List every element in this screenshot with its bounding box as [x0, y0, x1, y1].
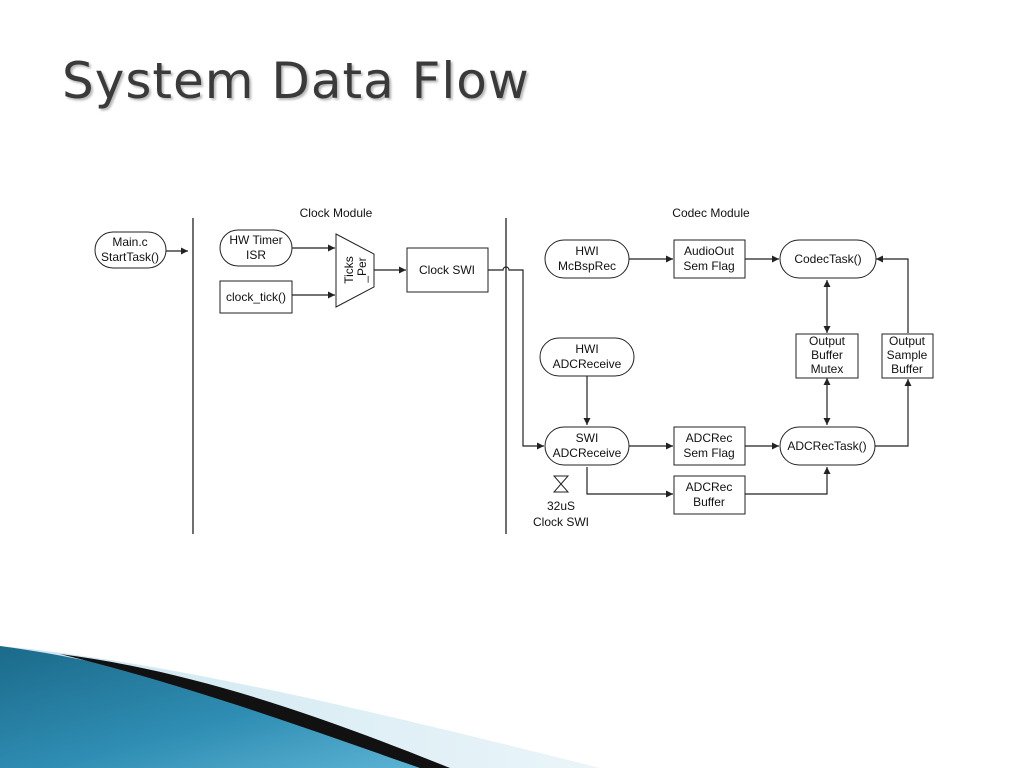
node-hwimcbsp: HWI McBspRec: [544, 239, 630, 279]
node-adcsem-line-1: ADCRec: [686, 431, 733, 445]
node-outsamplebuf-line-1: Output: [889, 334, 926, 348]
edge-clockswi-to-swiadc: [488, 266, 544, 450]
node-hwtimer: HW Timer ISR: [219, 229, 293, 267]
node-clockswi: Clock SWI: [406, 247, 489, 293]
node-ticksper-line-2: _Per: [355, 257, 369, 283]
node-audioout-line-2: Sem Flag: [683, 259, 734, 273]
node-main-line-2: StartTask(): [101, 250, 159, 264]
node-audioout: AudioOut Sem Flag: [673, 239, 746, 279]
node-outbufmutex: Output Buffer Mutex: [795, 333, 859, 379]
node-outsamplebuf-line-3: Buffer: [891, 362, 923, 376]
node-adcsem-line-2: Sem Flag: [683, 446, 734, 460]
annotation-line-1: 32uS: [547, 499, 575, 513]
edges: [166, 244, 912, 498]
edge-adcbuf-to-adctask: [745, 467, 831, 495]
node-codectask: CodecTask(): [779, 239, 877, 279]
node-outsamplebuf-line-2: Sample: [887, 348, 928, 362]
section-label-codec: Codec Module: [672, 206, 750, 220]
node-audioout-line-1: AudioOut: [684, 244, 735, 258]
node-adcsem: ADCRec Sem Flag: [673, 426, 746, 466]
node-clockswi-line-1: Clock SWI: [419, 263, 475, 277]
hourglass-icon: [552, 475, 570, 493]
node-codectask-line-1: CodecTask(): [794, 252, 861, 266]
slide-title: System Data Flow: [62, 52, 530, 110]
node-clocktick-line-1: clock_tick(): [226, 290, 286, 304]
node-clocktick: clock_tick(): [219, 280, 293, 314]
clock-swi-annotation: 32uS Clock SWI: [533, 475, 589, 529]
node-hwiadc-line-2: ADCReceive: [553, 357, 622, 371]
node-main: Main.c StartTask(): [94, 231, 167, 269]
edge-swiadc-to-adcbuf: [586, 467, 673, 498]
node-outbufmutex-line-1: Output: [809, 334, 846, 348]
node-hwtimer-line-2: ISR: [246, 248, 266, 262]
node-ticksper-line-1: Ticks: [342, 256, 356, 284]
node-main-line-1: Main.c: [112, 235, 147, 249]
node-hwiadc-line-1: HWI: [575, 342, 598, 356]
node-hwimcbsp-line-2: McBspRec: [558, 259, 616, 273]
node-outsamplebuf: Output Sample Buffer: [881, 333, 934, 379]
edge-adctask-to-outsamplebuf: [875, 379, 912, 447]
node-outbufmutex-line-2: Buffer: [811, 348, 843, 362]
node-adcbuf: ADCRec Buffer: [673, 475, 746, 515]
node-swiadc-line-2: ADCReceive: [553, 446, 622, 460]
node-outbufmutex-line-3: Mutex: [811, 362, 844, 376]
node-hwtimer-line-1: HW Timer: [229, 233, 282, 247]
node-adctask-line-1: ADCRecTask(): [787, 439, 866, 453]
node-swiadc-line-1: SWI: [576, 431, 599, 445]
node-hwimcbsp-line-1: HWI: [575, 244, 598, 258]
node-hwiadc: HWI ADCReceive: [539, 337, 635, 377]
annotation-line-2: Clock SWI: [533, 515, 589, 529]
node-ticksper: Ticks _Per: [335, 233, 375, 308]
node-adcbuf-line-1: ADCRec: [686, 480, 733, 494]
node-adctask: ADCRecTask(): [779, 426, 876, 466]
edge-outsamplebuf-to-codectask: [876, 255, 909, 333]
node-adcbuf-line-2: Buffer: [693, 495, 725, 509]
node-swiadc: SWI ADCReceive: [544, 426, 630, 466]
section-label-clock: Clock Module: [300, 206, 373, 220]
